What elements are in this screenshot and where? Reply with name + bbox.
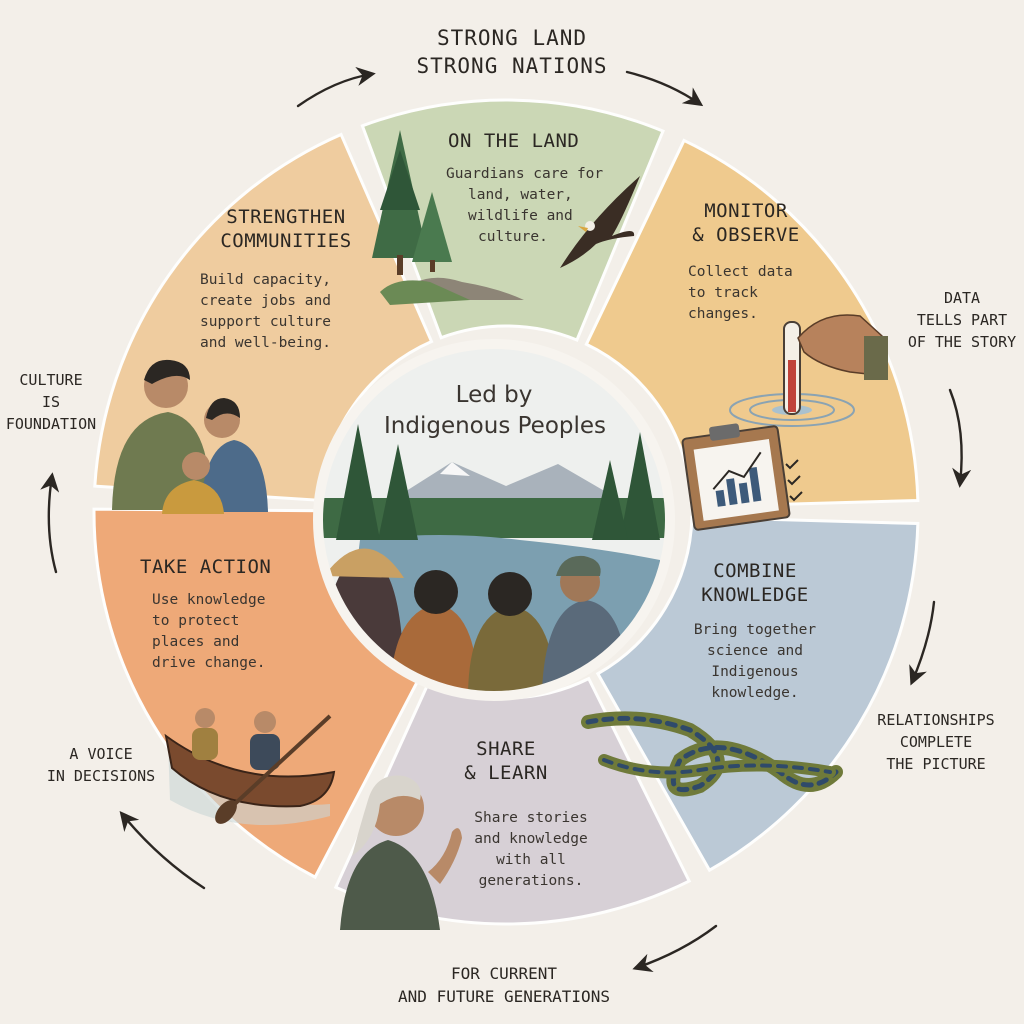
text-line: RELATIONSHIPS [877,711,995,729]
segment-monitor-observe: MONITOR & OBSERVE Collect data to track … [686,200,806,325]
center-label: Led by Indigenous Peoples [384,380,607,442]
arrow-right-middle [909,600,936,686]
braided-rope-icon [581,711,843,797]
arrow-top-left [296,66,376,108]
segment-title: ON THE LAND [448,130,580,152]
pine-trees-icon [372,130,524,305]
text-line: Share stories [474,810,588,826]
text-line: and knowledge [474,831,588,848]
text-line: culture. [478,228,548,245]
text-line: AND FUTURE GENERATIONS [398,987,610,1007]
center-label-line2: Indigenous Peoples [384,413,607,440]
text-line: Collect data [688,263,793,280]
arrow-top-right [625,70,704,107]
eagle-icon [560,176,640,268]
segment-strengthen-communities: STRENGTHEN COMMUNITIES [218,206,354,254]
text-line: IN DECISIONS [46,766,156,785]
arrow-right-upper [948,388,972,488]
text-line: generations. [478,873,584,890]
text-line: and well-being. [200,335,331,352]
segment-title-line2: KNOWLEDGE [701,583,809,606]
text-line: wildlife and [468,207,573,224]
outer-label-culture: CULTURE IS FOUNDATION [4,370,98,435]
text-line: FOUNDATION [5,414,97,433]
segment-shape-monitor-observe [584,138,920,509]
segment-description: Guardians care for land, water, wildlife… [446,164,606,248]
outer-label-generations: FOR CURRENT AND FUTURE GENERATIONS [380,962,628,1008]
text-line: create jobs and [200,293,331,310]
segment-on-the-land: ON THE LAND Guardians care for land, wat… [446,130,606,248]
segment-combine-knowledge: COMBINE KNOWLEDGE Bring together science… [690,560,820,704]
text-line: Build capacity, [200,272,331,288]
text-line: knowledge. [711,684,799,701]
outer-label-relationships: RELATIONSHIPS COMPLETE THE PICTURE [872,710,1000,775]
segment-title-line1: STRENGTHEN [226,206,346,228]
clipboard-chart-icon [681,423,803,531]
segment-description: Collect data to track changes. [686,262,806,325]
segment-title-line2: & OBSERVE [692,223,800,246]
text-line: CULTURE [19,371,83,389]
arrow-bottom-right [632,924,718,973]
elder-storyteller-icon [340,775,462,930]
outer-label-data: DATA TELLS PART OF THE STORY [900,288,1024,353]
text-line: DATA [943,289,981,307]
text-line: Bring together [693,621,817,638]
text-line: science and [706,642,804,659]
segment-title-line2: COMMUNITIES [220,229,352,252]
outer-label-voice: A VOICE IN DECISIONS [36,744,166,788]
cycle-title-line2: STRONG NATIONS [416,54,608,79]
cycle-title-line1: STRONG LAND [436,26,588,50]
family-icon [112,359,268,514]
arrow-bottom-left [119,811,206,890]
cycle-title: STRONG LAND STRONG NATIONS [412,24,612,81]
segment-take-action: TAKE ACTION Use knowledge to protect pla… [140,556,272,674]
segment-share-description: Share stories and knowledge with all gen… [466,808,596,892]
text-line: Guardians care for [446,165,604,182]
text-line: TELLS PART [916,310,1008,329]
segment-title-line1: SHARE [476,738,536,760]
text-line: Use knowledge [152,591,266,608]
segment-title-line1: COMBINE [713,560,797,582]
text-line: support culture [200,314,331,331]
water-thermometer-icon [729,314,888,427]
text-line: FOR CURRENT [451,964,557,983]
text-line: A VOICE [69,745,133,763]
segment-title-line1: MONITOR [704,200,788,222]
text-line: places and [152,633,240,650]
segment-description: Bring together science and Indigenous kn… [690,620,820,704]
cycle-arrows [40,66,972,973]
text-line: COMPLETE [899,732,973,751]
canoe-paddlers-icon [164,708,336,825]
text-line: drive change. [152,654,266,671]
segment-share-learn: SHARE & LEARN [446,738,566,786]
text-line: THE PICTURE [886,754,986,773]
text-line: land, water, [468,186,573,203]
text-line: changes. [688,305,758,322]
segment-strengthen-description: Build capacity, create jobs and support … [200,270,340,354]
center-label-line1: Led by [455,382,533,408]
segment-title-line2: & LEARN [464,761,548,784]
text-line: OF THE STORY [907,332,1017,351]
segment-title: TAKE ACTION [140,556,272,578]
text-line: with all [496,852,566,869]
text-line: to protect [152,612,240,629]
text-line: to track [688,284,758,301]
segment-description: Use knowledge to protect places and driv… [140,590,270,674]
text-line: Indigenous [711,663,799,680]
text-line: IS [41,392,61,411]
arrow-left [40,472,60,574]
